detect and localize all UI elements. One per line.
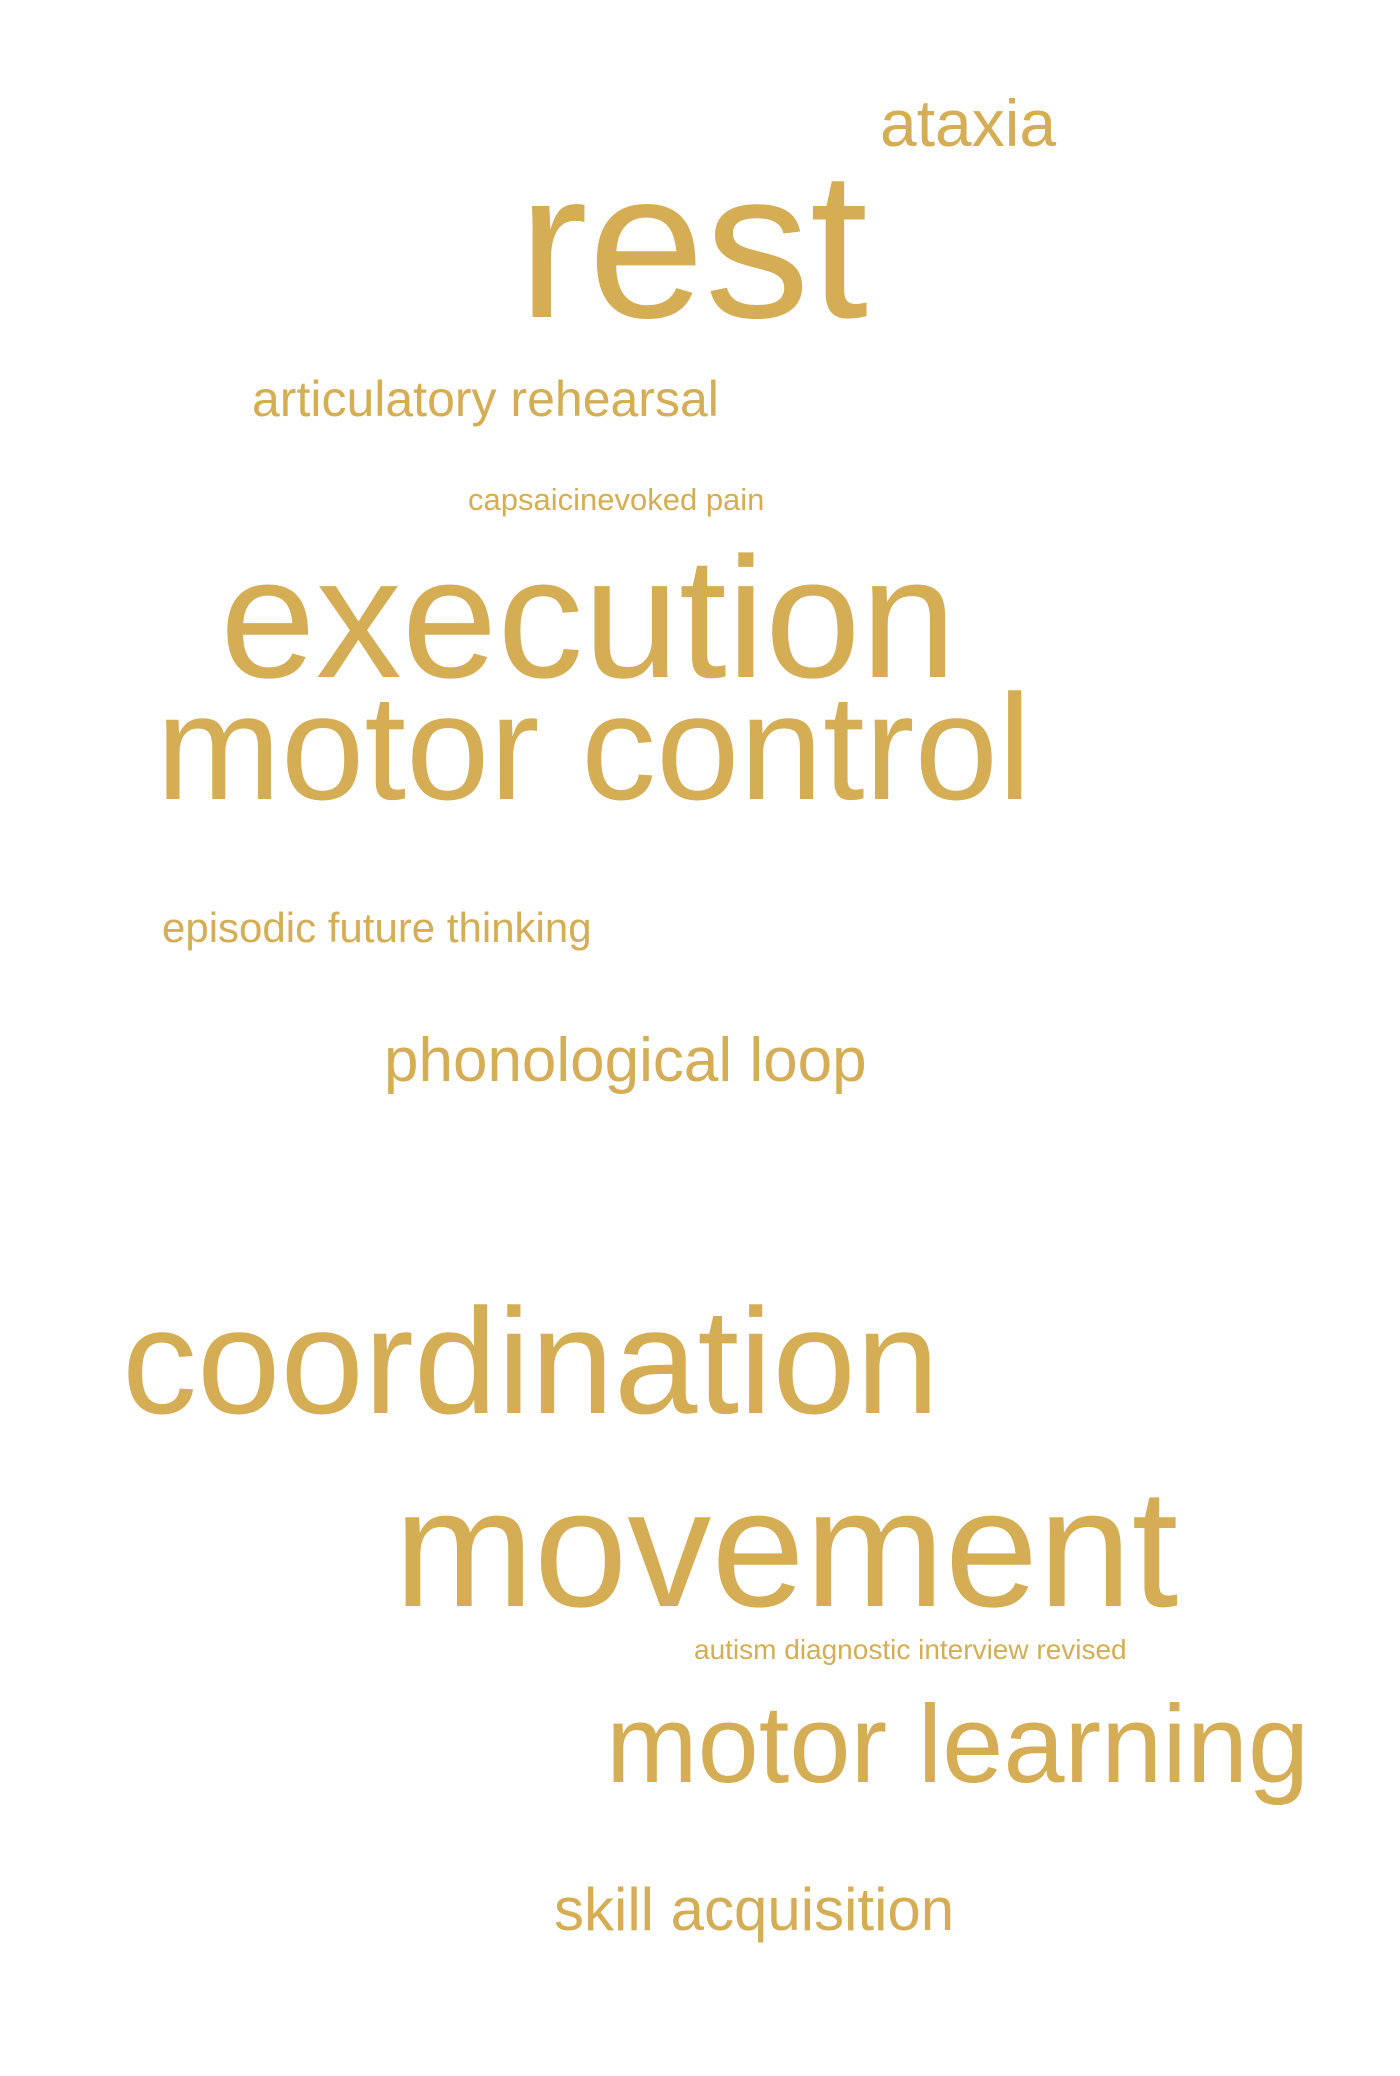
word-episodic-future-thinking: episodic future thinking	[162, 904, 592, 951]
word-coordination: coordination	[122, 1277, 940, 1445]
word-autism-diagnostic-interview-revised: autism diagnostic interview revised	[694, 1634, 1127, 1665]
word-skill-acquisition: skill acquisition	[554, 1876, 955, 1943]
word-phonological-loop: phonological loop	[384, 1026, 867, 1095]
word-capsaicinevoked-pain: capsaicinevoked pain	[468, 482, 765, 517]
word-motor-learning: motor learning	[606, 1683, 1310, 1806]
word-execution: execution	[220, 522, 957, 714]
word-ataxia: ataxia	[880, 86, 1057, 160]
word-movement: movement	[394, 1454, 1179, 1642]
word-rest: rest	[518, 127, 869, 362]
word-articulatory-rehearsal: articulatory rehearsal	[252, 371, 719, 427]
word-motor-control: motor control	[156, 663, 1032, 831]
